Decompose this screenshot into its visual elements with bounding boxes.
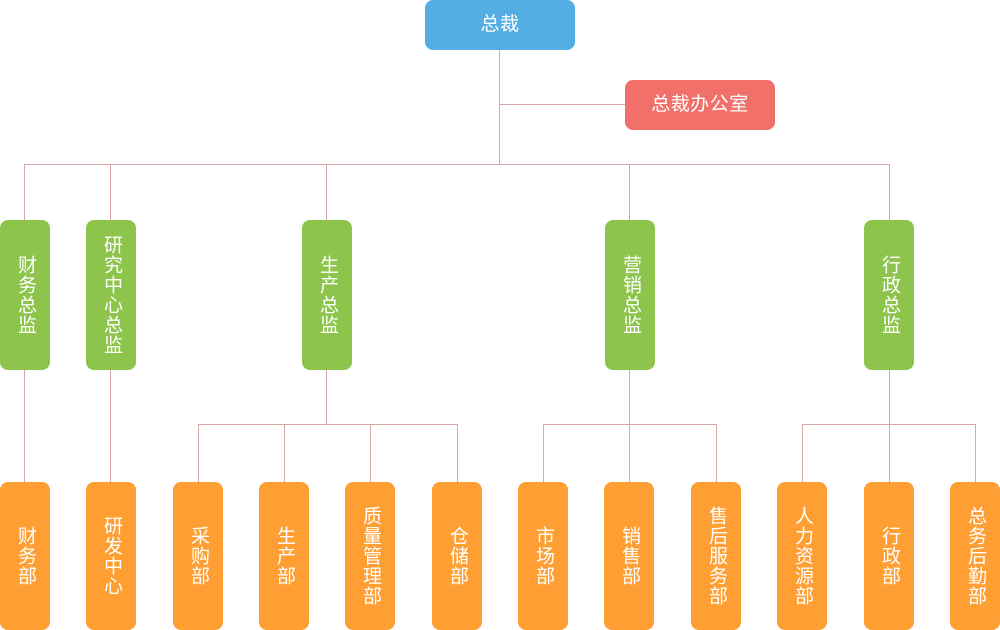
node-production-dept[interactable]: 生产部 (259, 482, 309, 630)
node-admin-dept-label: 行政部 (879, 526, 901, 586)
node-finance-dept[interactable]: 财务部 (0, 482, 50, 630)
node-president-office-label: 总裁办公室 (651, 94, 749, 116)
connector-admin-stem (889, 370, 890, 425)
connector-staff-branch (499, 104, 626, 105)
node-production-director[interactable]: 生产总监 (302, 220, 352, 370)
node-rnd-center[interactable]: 研发中心 (86, 482, 136, 630)
node-president-label: 总裁 (480, 14, 520, 36)
node-president[interactable]: 总裁 (425, 0, 575, 50)
connector-drop-warehouse-dept (457, 424, 458, 482)
node-finance-director[interactable]: 财务总监 (0, 220, 50, 370)
node-hr-dept-label: 人力资源部 (792, 506, 814, 606)
node-purchasing-dept-label: 采购部 (188, 526, 210, 586)
node-quality-dept[interactable]: 质量管理部 (345, 482, 395, 630)
connector-drop-purchasing-dept (198, 424, 199, 482)
connector-drop-sales-dept (629, 424, 630, 482)
connector-drop-logistics-dept (975, 424, 976, 482)
node-aftersales-dept-label: 售后服务部 (706, 506, 728, 606)
connector-marketing-stem (629, 370, 630, 425)
node-aftersales-dept[interactable]: 售后服务部 (691, 482, 741, 630)
node-research-director-label: 研究中心总监 (101, 235, 123, 355)
node-finance-dept-label: 财务部 (15, 526, 37, 586)
connector-marketing-bus (543, 424, 717, 425)
node-production-director-label: 生产总监 (317, 255, 339, 335)
node-market-dept-label: 市场部 (533, 526, 555, 586)
connector-production-bus (198, 424, 458, 425)
node-finance-director-label: 财务总监 (15, 255, 37, 335)
connector-drop-marketing-director (629, 164, 630, 220)
connector-research-director-to-dept (110, 370, 111, 482)
node-production-dept-label: 生产部 (274, 526, 296, 586)
connector-admin-bus (802, 424, 975, 425)
node-sales-dept[interactable]: 销售部 (604, 482, 654, 630)
node-quality-dept-label: 质量管理部 (360, 506, 382, 606)
node-market-dept[interactable]: 市场部 (518, 482, 568, 630)
node-marketing-director-label: 营销总监 (620, 255, 642, 335)
connector-director-bus (24, 164, 889, 165)
connector-production-stem (326, 370, 327, 425)
node-admin-dept[interactable]: 行政部 (864, 482, 914, 630)
connector-drop-quality-dept (370, 424, 371, 482)
connector-drop-finance-director (24, 164, 25, 220)
connector-drop-hr-dept (802, 424, 803, 482)
node-marketing-director[interactable]: 营销总监 (605, 220, 655, 370)
connector-finance-director-to-dept (24, 370, 25, 482)
connector-root-stem (499, 50, 500, 164)
connector-drop-admin-director (889, 164, 890, 220)
node-purchasing-dept[interactable]: 采购部 (173, 482, 223, 630)
connector-drop-research-director (110, 164, 111, 220)
node-hr-dept[interactable]: 人力资源部 (777, 482, 827, 630)
node-research-director[interactable]: 研究中心总监 (86, 220, 136, 370)
node-warehouse-dept[interactable]: 仓储部 (432, 482, 482, 630)
node-warehouse-dept-label: 仓储部 (447, 526, 469, 586)
node-president-office[interactable]: 总裁办公室 (625, 80, 775, 130)
connector-drop-production-dept (284, 424, 285, 482)
node-admin-director-label: 行政总监 (879, 255, 901, 335)
connector-drop-aftersales-dept (716, 424, 717, 482)
connector-drop-admin-dept (889, 424, 890, 482)
connector-drop-market-dept (543, 424, 544, 482)
connector-drop-production-director (326, 164, 327, 220)
node-logistics-dept[interactable]: 总务后勤部 (950, 482, 1000, 630)
node-sales-dept-label: 销售部 (619, 526, 641, 586)
node-admin-director[interactable]: 行政总监 (864, 220, 914, 370)
node-rnd-center-label: 研发中心 (101, 516, 123, 596)
node-logistics-dept-label: 总务后勤部 (965, 506, 987, 606)
